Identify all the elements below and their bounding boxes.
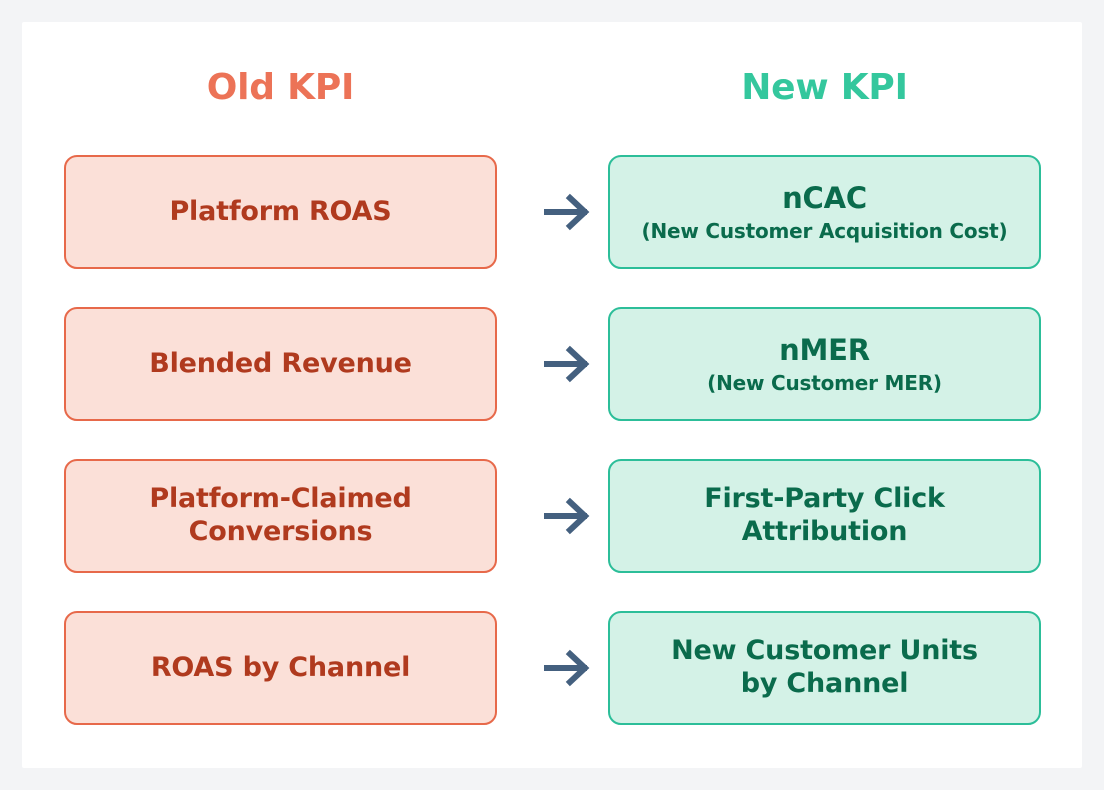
column-headers: Old KPI New KPI [22, 62, 1082, 122]
old-kpi-box[interactable]: Platform-Claimed Conversions [64, 459, 497, 573]
new-kpi-label: nMER [779, 333, 870, 368]
kpi-row: Blended Revenue nMER (New Customer MER) [22, 307, 1082, 421]
new-kpi-label-line1: First-Party Click [704, 483, 945, 515]
old-kpi-box[interactable]: Blended Revenue [64, 307, 497, 421]
new-kpi-label: nCAC [782, 181, 867, 216]
old-kpi-label-line1: Platform-Claimed [149, 483, 412, 515]
arrow-right-icon [530, 459, 608, 573]
new-kpi-sublabel: (New Customer MER) [707, 370, 942, 395]
new-kpi-box[interactable]: nMER (New Customer MER) [608, 307, 1041, 421]
column-header-old-kpi: Old KPI [206, 67, 355, 108]
old-kpi-label: Platform ROAS [169, 195, 392, 227]
old-kpi-box[interactable]: Platform ROAS [64, 155, 497, 269]
kpi-row: ROAS by Channel New Customer Units by Ch… [22, 611, 1082, 725]
kpi-comparison-card: Old KPI New KPI Platform ROAS nCAC (New … [22, 22, 1082, 768]
new-kpi-box[interactable]: New Customer Units by Channel [608, 611, 1041, 725]
arrow-right-icon [530, 611, 608, 725]
kpi-rows: Platform ROAS nCAC (New Customer Acquisi… [22, 155, 1082, 763]
new-kpi-box[interactable]: First-Party Click Attribution [608, 459, 1041, 573]
old-kpi-label: Blended Revenue [149, 347, 412, 379]
old-kpi-box[interactable]: ROAS by Channel [64, 611, 497, 725]
arrow-right-icon [530, 155, 608, 269]
new-kpi-sublabel: (New Customer Acquisition Cost) [641, 218, 1008, 243]
old-kpi-label-line2: Conversions [188, 516, 373, 547]
kpi-row: Platform ROAS nCAC (New Customer Acquisi… [22, 155, 1082, 269]
old-kpi-label: ROAS by Channel [150, 651, 411, 683]
new-kpi-label-line2: Attribution [741, 516, 908, 547]
new-kpi-box[interactable]: nCAC (New Customer Acquisition Cost) [608, 155, 1041, 269]
kpi-row: Platform-Claimed Conversions First-Party… [22, 459, 1082, 573]
column-header-new-kpi: New KPI [741, 67, 908, 108]
new-kpi-label-line2: by Channel [740, 668, 909, 699]
new-kpi-label-line1: New Customer Units [671, 635, 978, 667]
arrow-right-icon [530, 307, 608, 421]
